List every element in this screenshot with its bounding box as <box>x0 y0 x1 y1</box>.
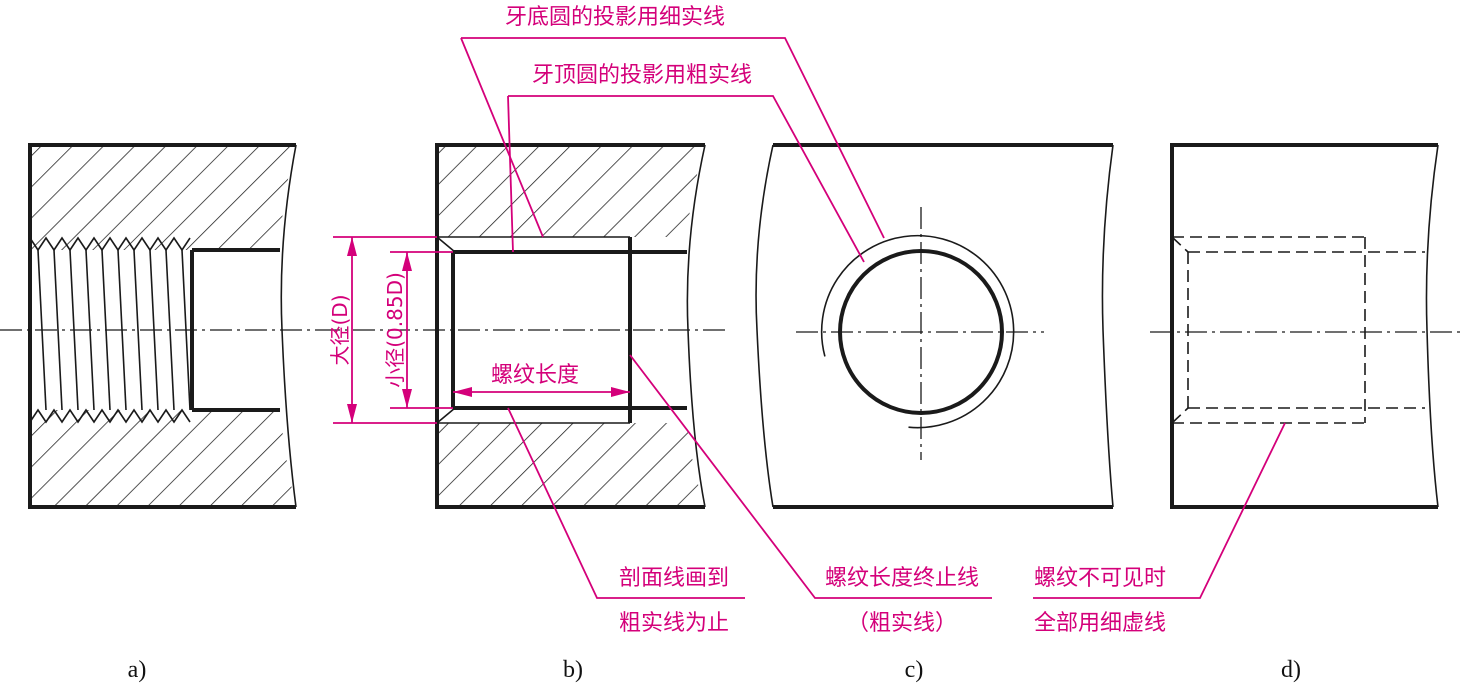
leader-end-line <box>629 354 992 599</box>
view-b-hatch-top <box>437 145 705 237</box>
view-d-break-line <box>1425 144 1439 508</box>
end-line-note-line2: （粗实线） <box>847 611 957 636</box>
leader-hidden <box>1033 422 1286 599</box>
view-d <box>1150 143 1462 509</box>
caption-c: c) <box>905 657 924 683</box>
view-c-right-break <box>1101 144 1114 508</box>
view-a <box>0 143 318 509</box>
hidden-note-line2: 全部用细虚线 <box>1034 611 1166 636</box>
view-c-left-break <box>755 144 774 508</box>
view-a-hatch-bottom <box>30 410 296 507</box>
caption-d: d) <box>1281 657 1301 683</box>
hatch-note-line2: 粗实线为止 <box>619 611 729 636</box>
view-b-chamfer-top <box>436 236 456 253</box>
view-a-teeth-bottom <box>29 408 191 424</box>
minor-diameter-dimension <box>390 251 453 409</box>
minor-diameter-label: 小径(0.85D) <box>383 272 407 388</box>
view-b-outline <box>435 143 705 509</box>
major-diameter-label: 大径(D) <box>328 294 352 365</box>
thread-length-label: 螺纹长度 <box>491 363 579 388</box>
hidden-note-line1: 螺纹不可见时 <box>1034 566 1166 591</box>
leaders <box>460 37 1286 599</box>
caption-b: b) <box>563 657 583 683</box>
view-b-hatch-bottom <box>437 423 705 507</box>
caption-a: a) <box>128 657 147 683</box>
leader-hatch <box>507 407 745 599</box>
view-a-teeth-top <box>29 236 191 252</box>
view-b: 大径(D) 小径(0.85D) 螺纹长度 <box>318 143 725 509</box>
major-diameter-dimension <box>333 236 437 424</box>
thread-length-dimension <box>453 387 630 397</box>
hatch-note-line1: 剖面线画到 <box>619 566 729 591</box>
minor-thread-arc <box>820 234 1015 429</box>
end-line-note-line1: 螺纹长度终止线 <box>825 566 979 591</box>
leader-minor-circle <box>461 37 885 239</box>
view-c <box>755 143 1114 509</box>
view-a-hatch-top <box>30 145 296 250</box>
leader-major-circle <box>508 95 865 263</box>
view-d-outline <box>1170 143 1438 509</box>
view-b-chamfer-bottom <box>436 407 456 424</box>
major-circle-note: 牙顶圆的投影用粗实线 <box>532 63 752 88</box>
minor-circle-note: 牙底圆的投影用细实线 <box>505 5 725 30</box>
view-a-outline <box>28 143 296 509</box>
